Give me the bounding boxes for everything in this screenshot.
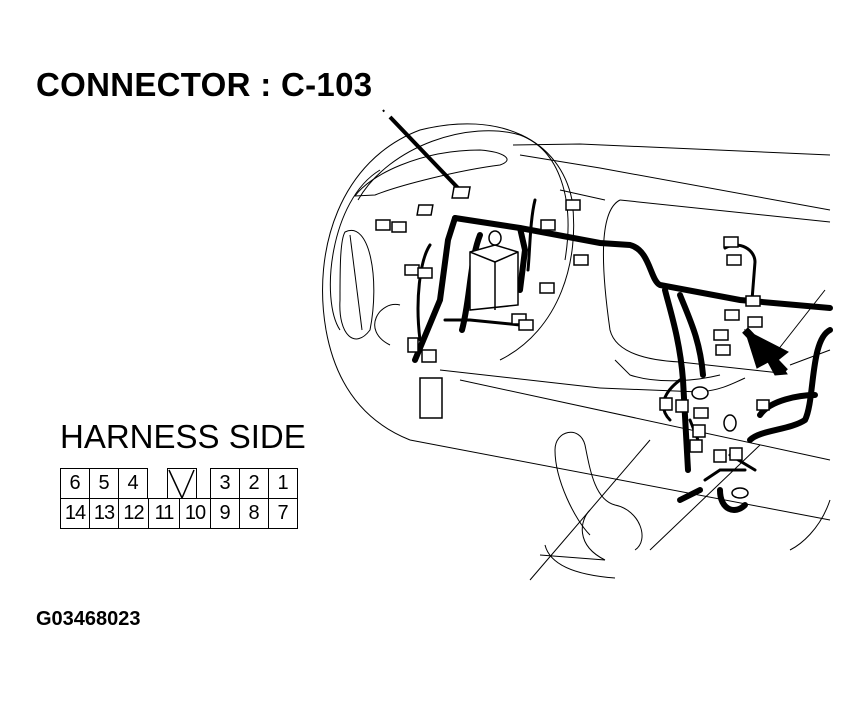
pin-cell: 1 (268, 468, 298, 499)
leader-line (382, 109, 460, 190)
pin-cell: 8 (239, 498, 269, 529)
figure-code: G03468023 (36, 608, 141, 630)
harness-side-label: HARNESS SIDE (60, 418, 306, 455)
pin-cell: 6 (60, 468, 90, 499)
pin-cell: 3 (210, 468, 240, 499)
pin-cell: 14 (60, 498, 90, 529)
steering-wheel (322, 123, 575, 441)
pin-cell: 9 (210, 498, 240, 529)
pin-cell: 11 (148, 498, 180, 529)
pin-cell: 7 (268, 498, 298, 529)
relay-block (469, 244, 519, 311)
pin-cell: 12 (118, 498, 149, 529)
locking-tab (167, 468, 197, 499)
pin-cell: 13 (89, 498, 119, 529)
triangle-key-icon (168, 469, 195, 499)
location-arrow (742, 327, 789, 376)
connector-title: CONNECTOR : C-103 (36, 66, 373, 103)
pin-cell: 4 (118, 468, 148, 499)
connectors (375, 186, 770, 499)
pin-cell: 10 (179, 498, 211, 529)
pin-cell: 5 (89, 468, 119, 499)
pin-cell: 2 (239, 468, 269, 499)
